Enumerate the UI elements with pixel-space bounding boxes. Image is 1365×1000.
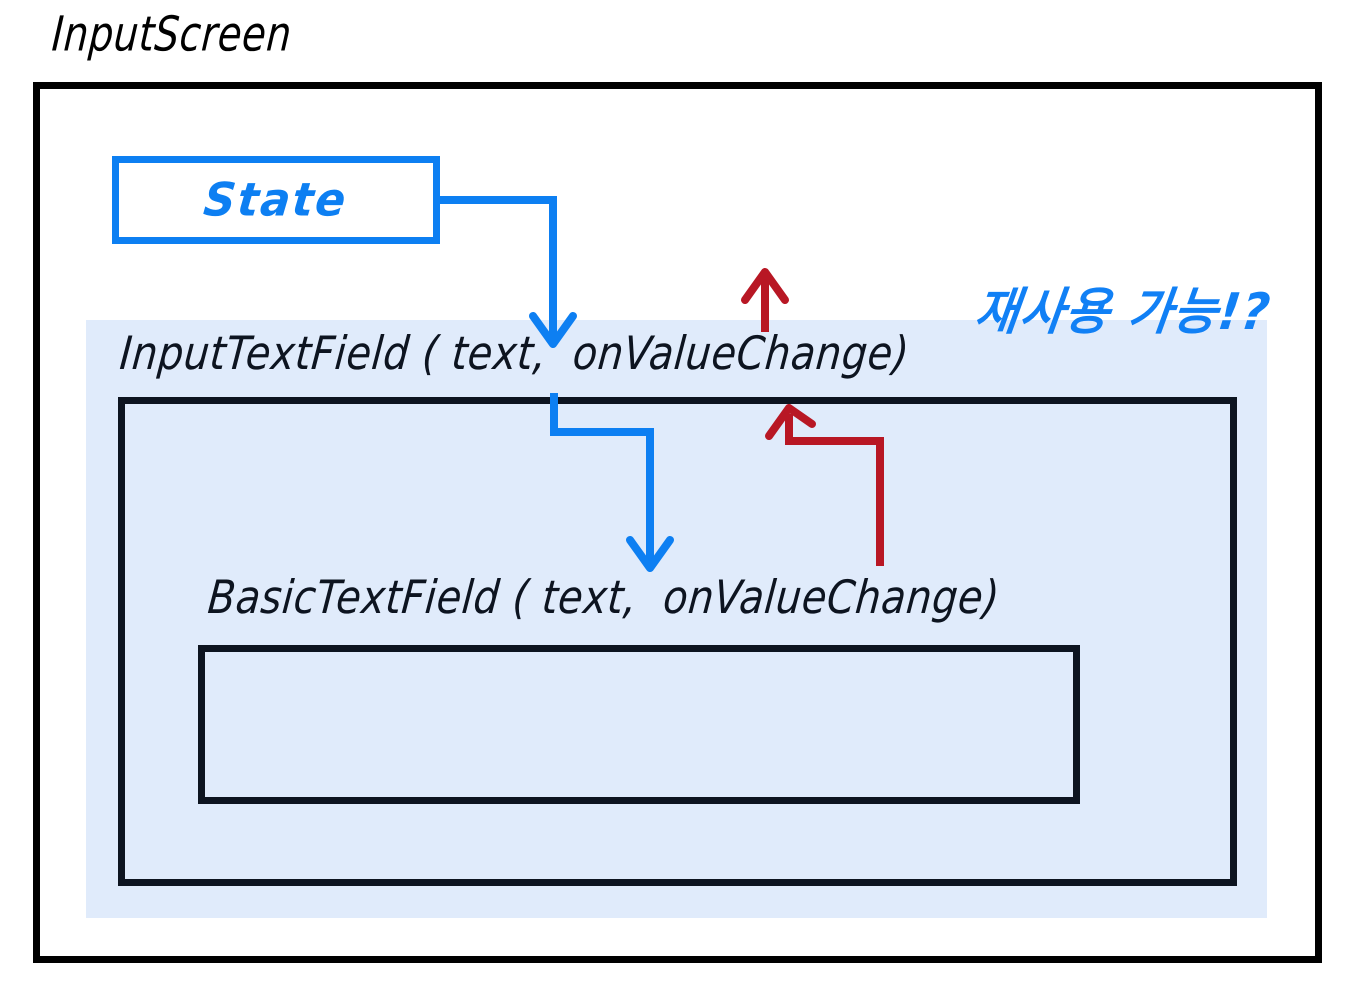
- reusable-component-panel: [86, 320, 1267, 918]
- reuse-annotation: 재사용 가능!?: [971, 282, 1274, 342]
- state-box: State: [112, 156, 440, 244]
- page-title: InputScreen: [50, 6, 294, 63]
- basic-text-field-box: [198, 645, 1080, 804]
- input-text-field-label: InputTextField ( text, onValueChange): [117, 327, 912, 381]
- input-text-field-box: [118, 397, 1237, 886]
- input-screen-frame: [33, 82, 1322, 963]
- basic-text-field-label: BasicTextField ( text, onValueChange): [205, 571, 1002, 625]
- state-label: State: [201, 173, 351, 227]
